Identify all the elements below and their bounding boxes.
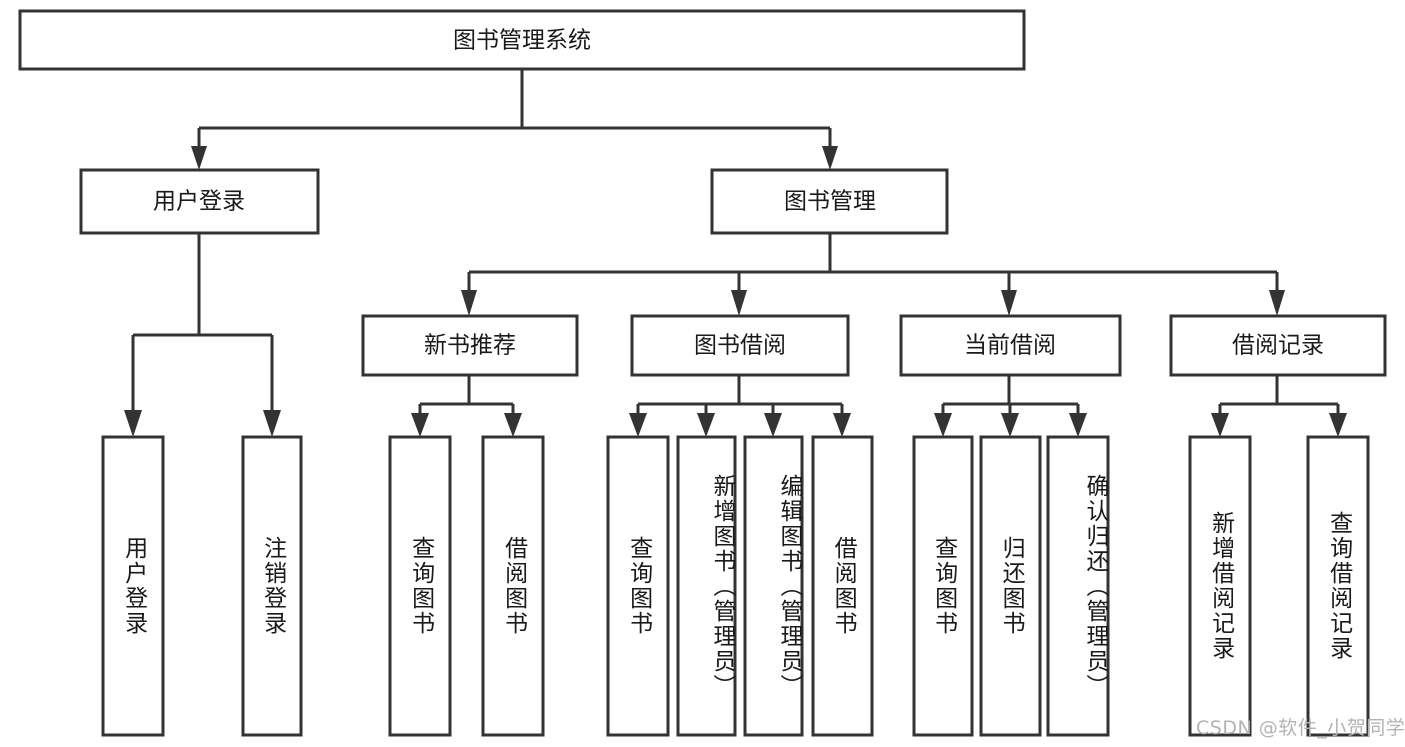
node-user-login-box[interactable] xyxy=(79,168,320,235)
leaf-box-logout-login[interactable] xyxy=(241,435,303,737)
leaf-box-add-book[interactable] xyxy=(676,435,737,737)
arrow-icon-leaf-add-book xyxy=(697,413,715,437)
leaf-box-query-book-1[interactable] xyxy=(388,435,452,737)
node-current-borrow-label: 当前借阅 xyxy=(964,333,1056,359)
arrow-icon-leaf-confirm-return xyxy=(1069,413,1087,437)
leaf-box-query-book-3[interactable] xyxy=(912,435,974,737)
node-current-borrow[interactable]: 当前借阅 xyxy=(899,314,1122,377)
node-new-book-recommend-label: 新书推荐 xyxy=(424,333,516,359)
node-book-manage-label: 图书管理 xyxy=(784,189,876,215)
connector-group-user-login xyxy=(124,233,281,437)
arrow-icon-user-login xyxy=(191,146,207,170)
connector-group-book-manage xyxy=(461,233,1285,316)
leaf-box-return-book[interactable] xyxy=(979,435,1042,737)
node-root[interactable]: 图书管理系统 xyxy=(18,9,1026,71)
node-current-borrow-box[interactable] xyxy=(899,314,1122,377)
arrow-icon-book-manage xyxy=(822,146,838,170)
node-user-login[interactable]: 用户登录 xyxy=(79,168,320,235)
node-borrow-record-label: 借阅记录 xyxy=(1232,333,1324,359)
arrow-icon-current-borrow xyxy=(1001,290,1017,316)
arrow-icon-leaf-query-book-1 xyxy=(411,413,429,437)
leaf-box-group xyxy=(101,435,1370,737)
node-new-book-recommend[interactable]: 新书推荐 xyxy=(361,314,579,377)
arrow-icon-leaf-logout-login xyxy=(263,410,281,437)
node-user-login-label: 用户登录 xyxy=(153,189,245,215)
arrow-icon-leaf-return-book xyxy=(1001,413,1019,437)
arrow-icon-leaf-add-borrow-record xyxy=(1211,413,1229,437)
arrow-icon-leaf-borrow-book-1 xyxy=(504,413,522,437)
node-book-borrow[interactable]: 图书借阅 xyxy=(630,314,850,377)
arrow-icon-borrow-record xyxy=(1269,290,1285,316)
node-book-borrow-box[interactable] xyxy=(630,314,850,377)
csdn-watermark: CSDN @软件_小贺同学 xyxy=(1196,717,1405,739)
arrow-icon-book-borrow xyxy=(731,290,747,316)
node-root-label: 图书管理系统 xyxy=(453,28,591,54)
arrow-icon-new-book-recommend xyxy=(461,290,477,316)
node-borrow-record-box[interactable] xyxy=(1169,314,1387,377)
connector-group-borrow-record xyxy=(1211,375,1347,437)
leaf-box-query-book-2[interactable] xyxy=(606,435,670,737)
leaf-box-borrow-book-2[interactable] xyxy=(811,435,874,737)
arrow-icon-leaf-edit-book xyxy=(764,413,782,437)
arrow-icon-leaf-user-login xyxy=(124,410,142,437)
arrow-icon-leaf-query-borrow-record xyxy=(1329,413,1347,437)
connector-group-root xyxy=(191,69,838,170)
node-book-manage[interactable]: 图书管理 xyxy=(710,168,949,235)
node-root-box[interactable] xyxy=(18,9,1026,71)
connector-group-current-borrow xyxy=(934,375,1087,437)
node-book-borrow-label: 图书借阅 xyxy=(694,333,786,359)
arrow-icon-leaf-query-book-3 xyxy=(934,413,952,437)
leaf-box-confirm-return[interactable] xyxy=(1046,435,1110,737)
arrow-icon-leaf-query-book-2 xyxy=(629,413,647,437)
leaf-box-borrow-book-1[interactable] xyxy=(481,435,545,737)
connector-group-new-book-recommend xyxy=(411,375,522,437)
arrow-icon-leaf-borrow-book-2 xyxy=(833,413,851,437)
node-new-book-recommend-box[interactable] xyxy=(361,314,579,377)
leaf-box-add-borrow-record[interactable] xyxy=(1188,435,1252,737)
node-book-manage-box[interactable] xyxy=(710,168,949,235)
leaf-box-query-borrow-record[interactable] xyxy=(1306,435,1370,737)
connector-group-book-borrow xyxy=(629,375,851,437)
leaf-box-edit-book[interactable] xyxy=(743,435,804,737)
leaf-box-user-login[interactable] xyxy=(101,435,165,737)
node-borrow-record[interactable]: 借阅记录 xyxy=(1169,314,1387,377)
